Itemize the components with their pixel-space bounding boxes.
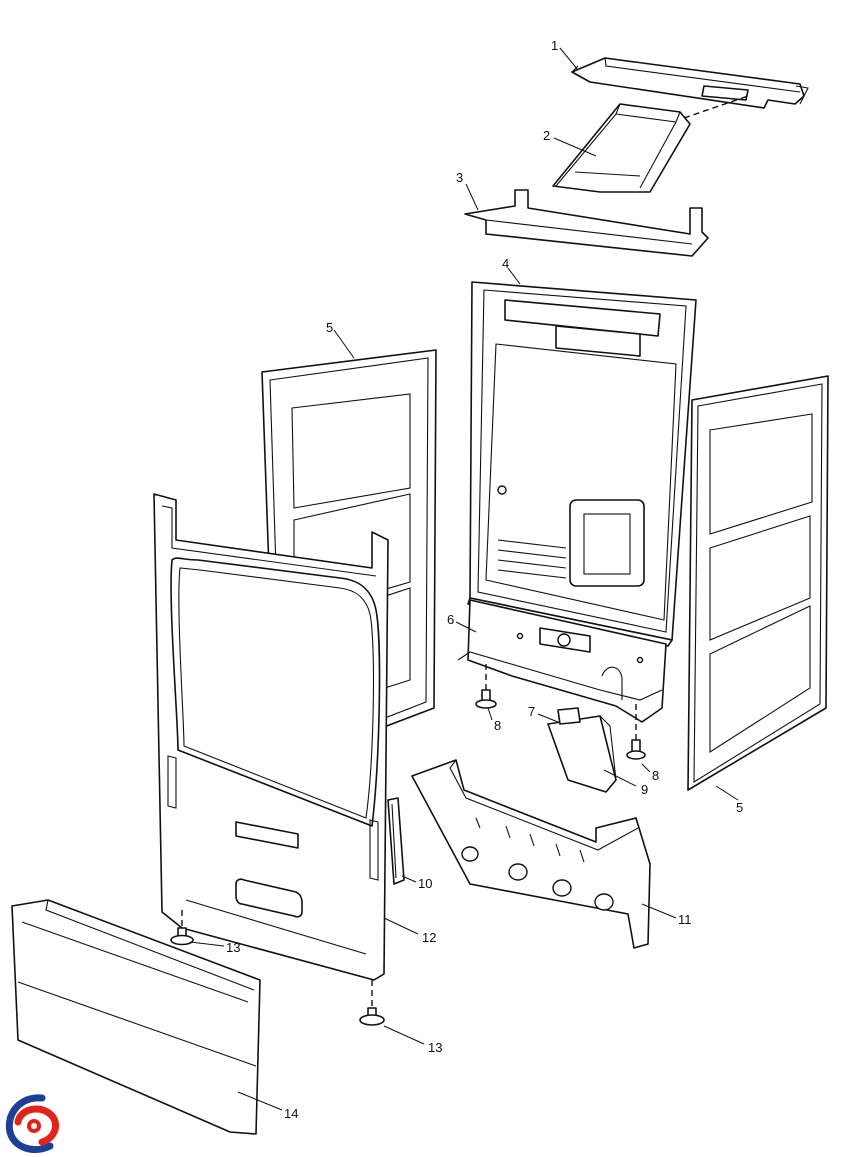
label-part-5-right: 5 <box>736 800 743 815</box>
part-4-rear-panel <box>467 281 697 647</box>
part-2-flue <box>552 95 749 193</box>
label-part-2: 2 <box>543 128 550 143</box>
part-6-base-bracket <box>457 599 667 723</box>
part-8-right-foot <box>626 704 646 760</box>
part-3-bracket <box>464 189 709 257</box>
label-part-6: 6 <box>447 612 454 627</box>
brand-swirl-icon <box>5 1094 60 1153</box>
part-12-front-frame <box>153 493 389 981</box>
logo-blue-arc <box>5 1094 54 1153</box>
label-part-9: 9 <box>641 782 648 797</box>
part-11-base-plate <box>411 759 651 949</box>
part-10-side-strip <box>387 797 405 885</box>
label-part-8-left: 8 <box>494 718 501 733</box>
part-number-labels: 1 2 3 4 5 6 7 8 8 9 5 10 11 12 13 13 14 <box>226 38 743 1121</box>
part-1-top-rail <box>571 57 809 109</box>
part-9-cover-box <box>547 707 617 793</box>
label-part-13-upper: 13 <box>226 940 240 955</box>
label-part-13-lower: 13 <box>428 1040 442 1055</box>
label-part-12: 12 <box>422 930 436 945</box>
label-part-11: 11 <box>678 912 692 927</box>
label-part-8-right: 8 <box>652 768 659 783</box>
label-part-10: 10 <box>418 876 432 891</box>
leader-lines <box>189 47 739 1111</box>
label-part-3: 3 <box>456 170 463 185</box>
label-part-4: 4 <box>502 256 509 271</box>
label-part-14: 14 <box>284 1106 298 1121</box>
logo-red-arc <box>14 1105 60 1146</box>
part-13-lower-foot <box>359 980 385 1026</box>
label-part-7: 7 <box>528 704 535 719</box>
part-5-right-side-panel <box>687 375 829 791</box>
part-13-upper-foot <box>170 910 194 946</box>
part-8-left-foot <box>475 664 497 709</box>
label-part-1: 1 <box>551 38 558 53</box>
part-14-kick-panel <box>11 899 261 1135</box>
label-part-5-left: 5 <box>326 320 333 335</box>
